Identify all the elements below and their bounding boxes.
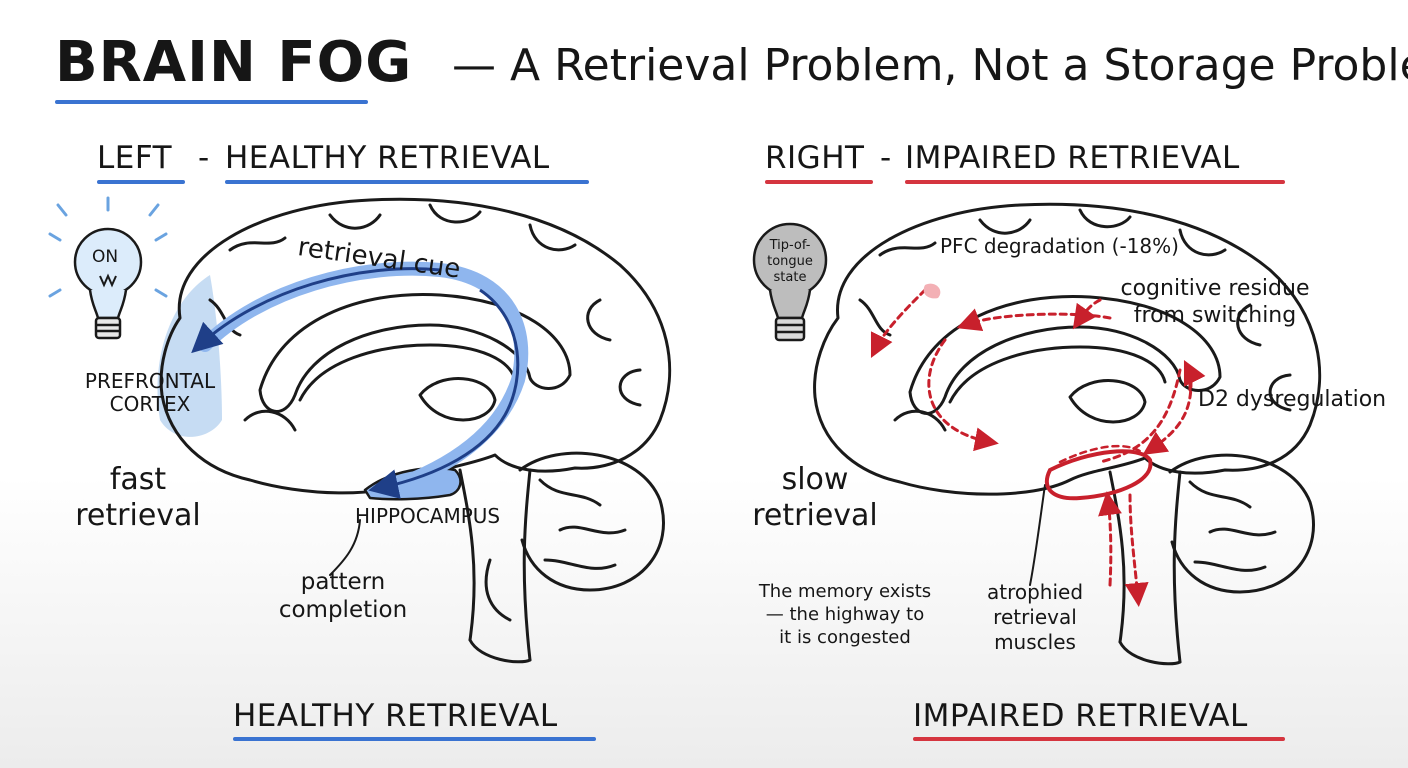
bulb-on-label: ON <box>92 247 119 267</box>
label-cognitive-residue: cognitive residue from switching <box>1120 276 1310 328</box>
left-heading-underline <box>225 180 589 184</box>
left-pfc-highlight <box>157 275 222 437</box>
right-corpus-callosum <box>908 294 1222 415</box>
label-slow-retrieval: slow retrieval <box>752 462 878 533</box>
left-corpus-callosum <box>258 292 572 413</box>
right-heading-underline <box>905 180 1285 184</box>
left-cerebellum <box>518 451 665 592</box>
label-d2-dysregulation: D2 dysregulation <box>1198 387 1387 412</box>
label-hippocampus: HIPPOCAMPUS <box>355 504 501 528</box>
left-heading-text: HEALTHY RETRIEVAL <box>225 140 550 176</box>
right-hippocampus-loop <box>1044 449 1153 501</box>
bulb-dim-label: Tip-of- tongue state <box>767 238 813 285</box>
left-brainstem <box>458 468 532 662</box>
label-memory-exists: The memory exists — the highway to it is… <box>758 581 932 648</box>
left-heading-dash: - <box>198 140 210 176</box>
right-heading-side-underline <box>765 180 873 184</box>
right-heading-side: RIGHT <box>765 140 865 176</box>
bulb-on-icon <box>48 196 168 340</box>
right-pfc-spot <box>923 283 941 299</box>
right-cerebellum <box>1168 453 1315 594</box>
left-brain-drawing <box>157 197 672 664</box>
left-heading-side-underline <box>97 180 185 184</box>
right-brain-drawing <box>813 202 1322 666</box>
right-impaired-arrows <box>870 288 1206 607</box>
right-heading-dash: - <box>880 140 892 176</box>
bulb-dim-icon <box>752 222 828 342</box>
left-cerebrum-outline <box>159 197 672 495</box>
left-retrieval-arrow <box>191 261 529 499</box>
left-heading-side: LEFT <box>97 140 173 176</box>
right-footer-underline <box>913 737 1285 741</box>
page-subtitle: — A Retrieval Problem, Not a Storage Pro… <box>452 40 1408 91</box>
title-underline <box>55 100 368 104</box>
label-prefrontal-cortex: PREFRONTAL CORTEX <box>84 369 216 416</box>
label-pattern-completion: pattern completion <box>278 569 408 623</box>
right-heading-text: IMPAIRED RETRIEVAL <box>905 140 1240 176</box>
left-footer-underline <box>233 737 596 741</box>
page-title: BRAIN FOG <box>55 30 413 95</box>
label-fast-retrieval: fast retrieval <box>75 462 201 533</box>
left-footer: HEALTHY RETRIEVAL <box>233 698 558 734</box>
right-brainstem <box>1108 470 1182 664</box>
right-cerebrum-outline <box>813 202 1322 496</box>
label-atrophied-muscles: atrophied retrieval muscles <box>986 580 1084 654</box>
right-footer: IMPAIRED RETRIEVAL <box>913 698 1248 734</box>
label-pfc-degradation: PFC degradation (-18%) <box>940 234 1179 258</box>
